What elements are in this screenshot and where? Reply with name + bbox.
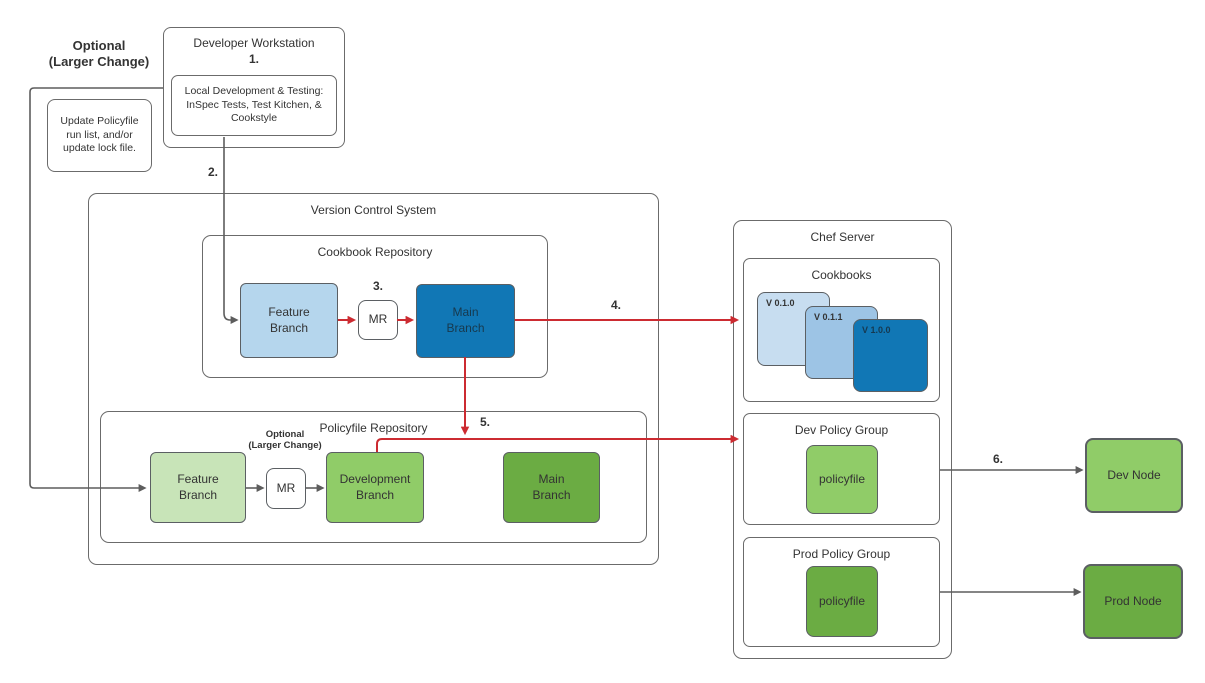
optional-line1: Optional xyxy=(72,38,126,53)
optional-small-line1: Optional xyxy=(265,429,305,440)
policyfile-mr-box: MR xyxy=(266,468,306,509)
cookbook-main-branch-label: Main Branch xyxy=(446,305,485,335)
local-development-text: Local Development & Testing: InSpec Test… xyxy=(184,85,324,125)
prod-policy-group-title: Prod Policy Group xyxy=(792,547,891,561)
chef-server-title: Chef Server xyxy=(810,230,875,244)
policyfile-feature-branch-label: Feature Branch xyxy=(177,471,219,502)
cookbooks-title: Cookbooks xyxy=(811,268,872,282)
step-6-label: 6. xyxy=(992,452,1003,466)
cookbook-version-card-1-0-0: V 1.0.0 xyxy=(853,319,928,392)
step-2-label: 2. xyxy=(207,165,218,179)
prod-policyfile: policyfile xyxy=(806,566,878,637)
dev-policy-group-box: Dev Policy Group xyxy=(743,413,940,525)
prod-policyfile-label: policyfile xyxy=(818,593,866,608)
cookbook-feature-branch-label: Feature Branch xyxy=(268,304,310,335)
development-branch-label: Development Branch xyxy=(339,471,411,502)
update-policyfile-note-text: Update Policyfile run list, and/or updat… xyxy=(60,115,139,155)
dev-node-label: Dev Node xyxy=(1107,467,1161,482)
optional-small-line2: (Larger Change) xyxy=(248,440,322,452)
local-development-box: Local Development & Testing: InSpec Test… xyxy=(171,75,337,136)
development-branch: Development Branch xyxy=(326,452,424,523)
developer-workstation-title: Developer Workstation xyxy=(193,36,315,50)
cookbook-feature-branch: Feature Branch xyxy=(240,283,338,358)
policyfile-main-branch-label: Main Branch xyxy=(532,471,571,502)
policyfile-main-branch: Main Branch xyxy=(503,452,600,523)
policyfile-mr-label: MR xyxy=(276,480,296,495)
policyfile-feature-branch: Feature Branch xyxy=(150,452,246,523)
cookbook-repository-box: Cookbook Repository xyxy=(202,235,548,378)
cookbook-version-1-0-0-label: V 1.0.0 xyxy=(862,325,891,335)
cookbooks-box: Cookbooks xyxy=(743,258,940,402)
version-control-system-title: Version Control System xyxy=(310,203,437,217)
step-5-label: 5. xyxy=(479,415,490,429)
optional-larger-change-label: Optional (Larger Change) xyxy=(38,38,160,71)
cookbook-mr-label: MR xyxy=(368,312,388,327)
update-policyfile-note: Update Policyfile run list, and/or updat… xyxy=(47,99,152,172)
cookbook-repository-title: Cookbook Repository xyxy=(317,245,433,259)
prod-policy-group-box: Prod Policy Group xyxy=(743,537,940,647)
optional-larger-change-small-label: Optional (Larger Change) xyxy=(234,429,336,452)
prod-node: Prod Node xyxy=(1083,564,1183,639)
step-4-label: 4. xyxy=(610,298,621,312)
cookbook-version-0-1-0-label: V 0.1.0 xyxy=(766,298,795,308)
dev-policy-group-title: Dev Policy Group xyxy=(794,423,889,437)
cookbook-main-branch: Main Branch xyxy=(416,284,515,358)
cookbook-mr-box: MR xyxy=(358,300,398,340)
optional-line2: (Larger Change) xyxy=(48,54,150,70)
cookbook-version-0-1-1-label: V 0.1.1 xyxy=(814,312,843,322)
prod-node-label: Prod Node xyxy=(1104,593,1162,608)
policyfile-repository-title: Policyfile Repository xyxy=(319,421,428,435)
dev-policyfile-label: policyfile xyxy=(818,471,866,486)
dev-policyfile: policyfile xyxy=(806,445,878,514)
dev-node: Dev Node xyxy=(1085,438,1183,513)
step-3-label: 3. xyxy=(372,279,383,293)
developer-workstation-box: Developer Workstation 1. Local Developme… xyxy=(163,27,345,148)
step-1-label: 1. xyxy=(248,52,259,66)
